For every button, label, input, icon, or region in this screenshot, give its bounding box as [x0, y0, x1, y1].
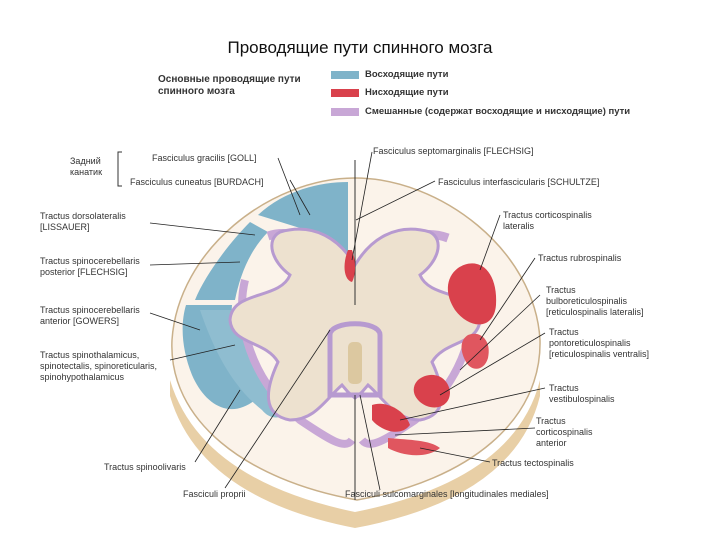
label-spinoolivaris: Tractus spinoolivaris [104, 462, 186, 472]
label-rubrospinalis: Tractus rubrospinalis [538, 253, 622, 263]
label-bulboreticulospinalis: Tractus bulboreticulospinalis [reticulos… [546, 285, 644, 317]
label-fasciculi-sulcomarginales: Fasciculi sulcomarginales [longitudinale… [345, 489, 549, 499]
label-fasciculi-proprii: Fasciculi proprii [183, 489, 246, 499]
central-gray [327, 321, 383, 398]
label-corticospinalis-lateralis: Tractus corticospinalis lateralis [503, 210, 592, 231]
label-pontoreticulospinalis: Tractus pontoreticulospinalis [reticulos… [549, 327, 650, 359]
label-fasciculus-interfascicularis: Fasciculus interfascicularis [SCHULTZE] [438, 177, 600, 187]
label-spinocerebellaris-anterior: Tractus spinocerebellaris anterior [GOWE… [40, 305, 140, 326]
label-fasciculus-gracilis: Fasciculus gracilis [GOLL] [152, 153, 257, 163]
label-tectospinalis: Tractus tectospinalis [492, 458, 574, 468]
legend-label: Нисходящие пути [365, 87, 449, 98]
legend-heading: Основные проводящие пути спинного мозга [158, 74, 301, 97]
tractus-corticospinalis-lateralis [447, 263, 497, 325]
cord-depth [170, 380, 540, 528]
leader-lines [149, 151, 546, 491]
label-fasciculus-cuneatus: Fasciculus cuneatus [BURDACH] [130, 177, 264, 187]
central-canal [348, 342, 362, 384]
tractus-dorsolateralis [195, 222, 268, 300]
ascending-swatch [331, 70, 359, 79]
posterior-funiculus-brace [117, 151, 122, 187]
label-spinocerebellaris-posterior: Tractus spinocerebellaris posterior [FLE… [40, 256, 140, 277]
label-spinothalamicus: Tractus spinothalamicus, spinotectalis, … [40, 350, 158, 382]
page-title: Проводящие пути спинного мозга [227, 38, 493, 57]
label-posterior-funiculus: Задний канатик [70, 156, 103, 177]
label-vestibulospinalis: Tractus vestibulospinalis [549, 383, 615, 404]
label-corticospinalis-anterior: Tractus corticospinalis anterior [536, 416, 593, 448]
label-fasciculus-septomarginalis: Fasciculus septomarginalis [FLECHSIG] [373, 146, 534, 156]
mixed-swatch [331, 107, 359, 116]
legend-item-descending: Нисходящие пути [331, 87, 449, 98]
label-tractus-dorsolateralis: Tractus dorsolateralis [LISSAUER] [40, 211, 126, 232]
legend-label: Восходящие пути [365, 69, 449, 80]
tractus-rubrospinalis [461, 333, 489, 369]
descending-swatch [331, 88, 359, 97]
tractus-reticulospinalis [413, 374, 450, 408]
tractus-tectospinalis [388, 438, 440, 456]
legend-item-ascending: Восходящие пути [331, 69, 448, 80]
legend-label: Смешанные (содержат восходящие и нисходя… [365, 106, 631, 117]
legend-item-mixed: Смешанные (содержат восходящие и нисходя… [331, 106, 630, 117]
tractus-vestibulospinalis [372, 403, 410, 432]
